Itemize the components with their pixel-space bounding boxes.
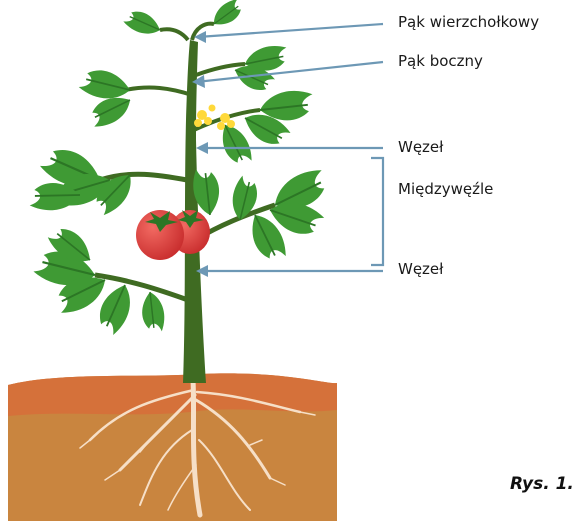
label-node-lower: Węzeł <box>398 262 443 277</box>
internode-bracket <box>371 158 383 265</box>
label-node-upper: Węzeł <box>398 140 443 155</box>
flowers <box>194 105 235 131</box>
figure-caption: Rys. 1. <box>510 476 574 493</box>
label-internode: Międzywęźle <box>398 182 493 197</box>
pointer-apical-bud <box>198 24 383 37</box>
label-apical-bud: Pąk wierzchołkowy <box>398 15 539 30</box>
leaves <box>28 0 333 337</box>
pointer-lines <box>196 24 383 271</box>
label-lateral-bud: Pąk boczny <box>398 54 483 69</box>
